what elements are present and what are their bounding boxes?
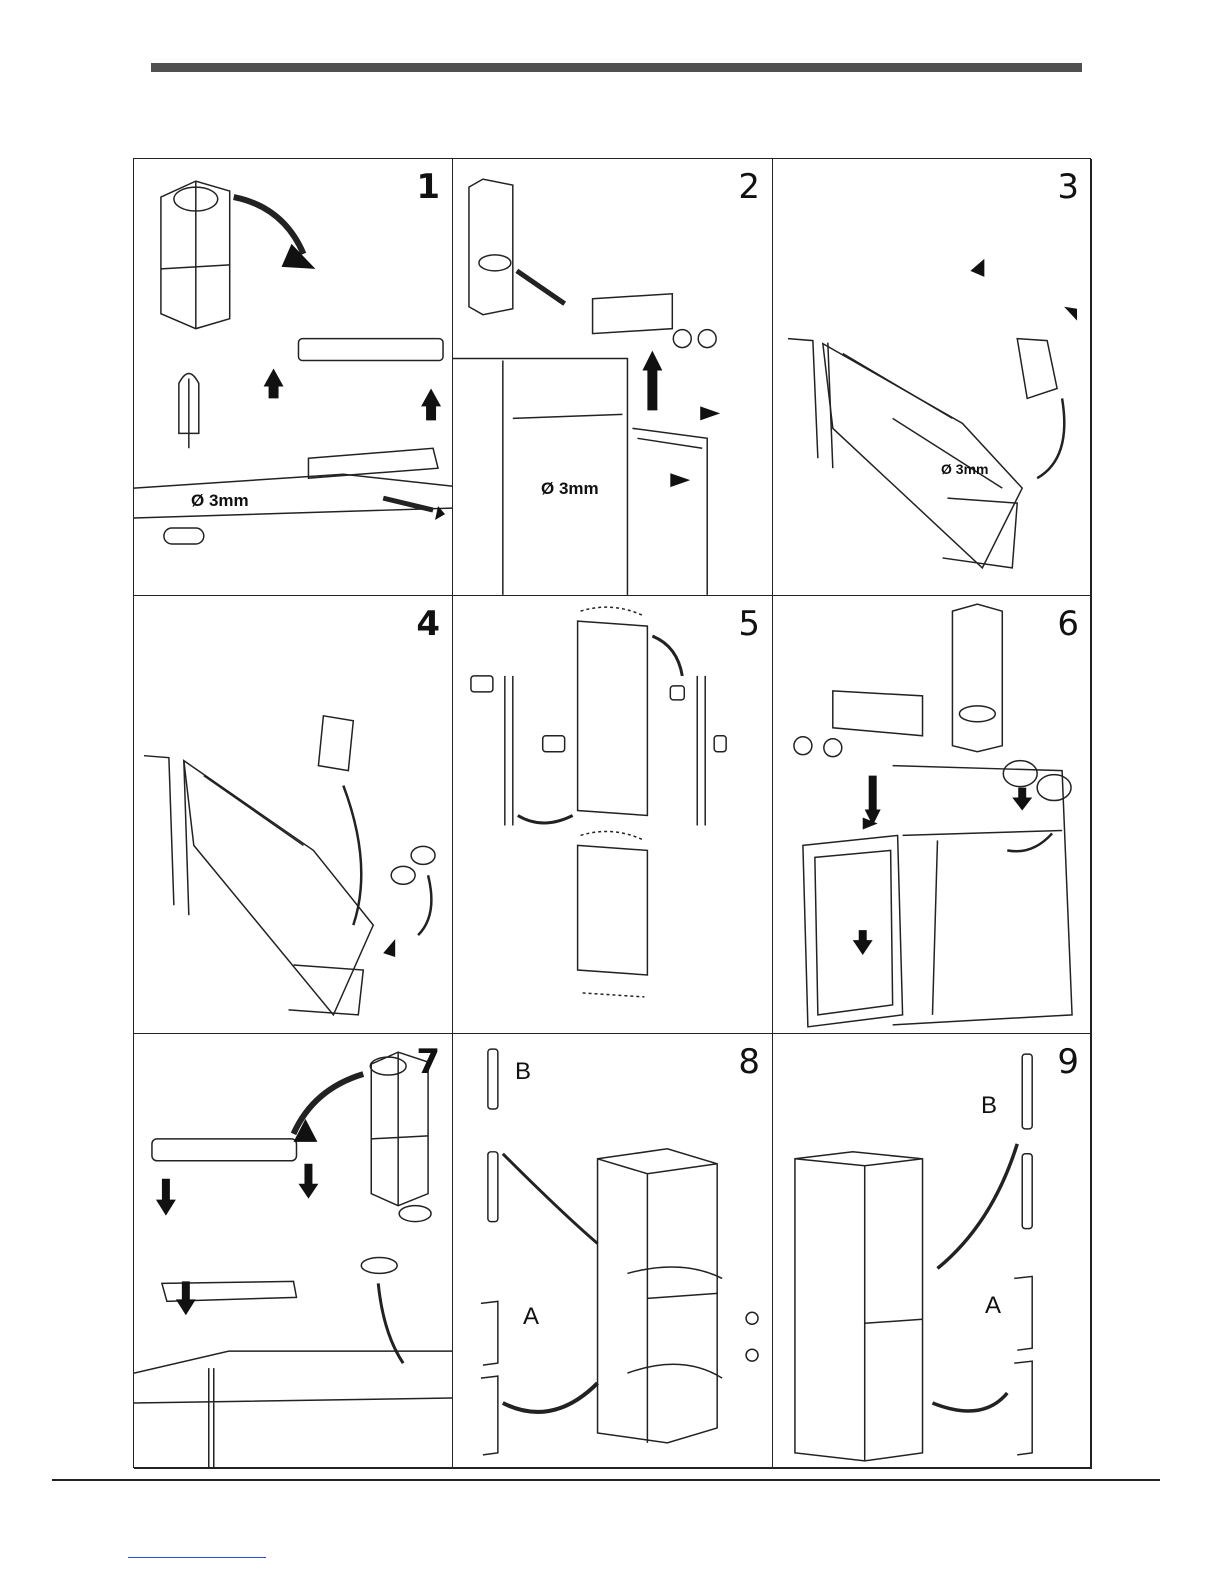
- step-1-number: 1: [416, 167, 440, 207]
- step-8-part-b-label: B: [515, 1058, 531, 1086]
- step-1-drill-label: Ø 3mm: [191, 491, 249, 511]
- step-4-panel: 4: [134, 596, 453, 1034]
- step-9-part-a-label: A: [985, 1292, 1001, 1320]
- step-9-panel: 9 B A: [773, 1034, 1092, 1469]
- step-4-number: 4: [416, 604, 440, 644]
- step-7-number: 7: [416, 1042, 440, 1082]
- step-6-number: 6: [1057, 604, 1079, 644]
- header-rule: [151, 63, 1082, 72]
- step-7-illustration: [134, 1034, 452, 1468]
- step-2-number: 2: [738, 167, 760, 207]
- step-2-drill-label: Ø 3mm: [541, 479, 599, 499]
- step-9-number: 9: [1057, 1042, 1079, 1082]
- step-5-number: 5: [738, 604, 760, 644]
- step-1-illustration: [134, 159, 452, 595]
- step-9-illustration: [773, 1034, 1091, 1468]
- step-3-drill-label: Ø 3mm: [941, 461, 988, 477]
- step-8-number: 8: [738, 1042, 760, 1082]
- step-6-illustration: [773, 596, 1091, 1033]
- step-3-illustration: [773, 159, 1091, 595]
- footer-rule: [52, 1479, 1160, 1481]
- instruction-grid: 1 Ø 3mm 2 Ø 3mm: [133, 158, 1091, 1468]
- step-1-panel: 1 Ø 3mm: [134, 159, 453, 596]
- step-4-illustration: [134, 596, 452, 1033]
- step-8-illustration: [453, 1034, 772, 1468]
- step-9-part-b-label: B: [981, 1092, 997, 1120]
- step-5-illustration: [453, 596, 772, 1033]
- footer-link-underline[interactable]: [128, 1557, 266, 1558]
- step-5-panel: 5: [453, 596, 773, 1034]
- step-8-part-a-label: A: [523, 1303, 539, 1331]
- step-2-panel: 2 Ø 3mm: [453, 159, 773, 596]
- step-8-panel: 8 B A: [453, 1034, 773, 1469]
- step-2-illustration: [453, 159, 772, 595]
- step-3-panel: 3 Ø 3mm: [773, 159, 1092, 596]
- step-6-panel: 6: [773, 596, 1092, 1034]
- step-7-panel: 7: [134, 1034, 453, 1469]
- step-3-number: 3: [1057, 167, 1079, 207]
